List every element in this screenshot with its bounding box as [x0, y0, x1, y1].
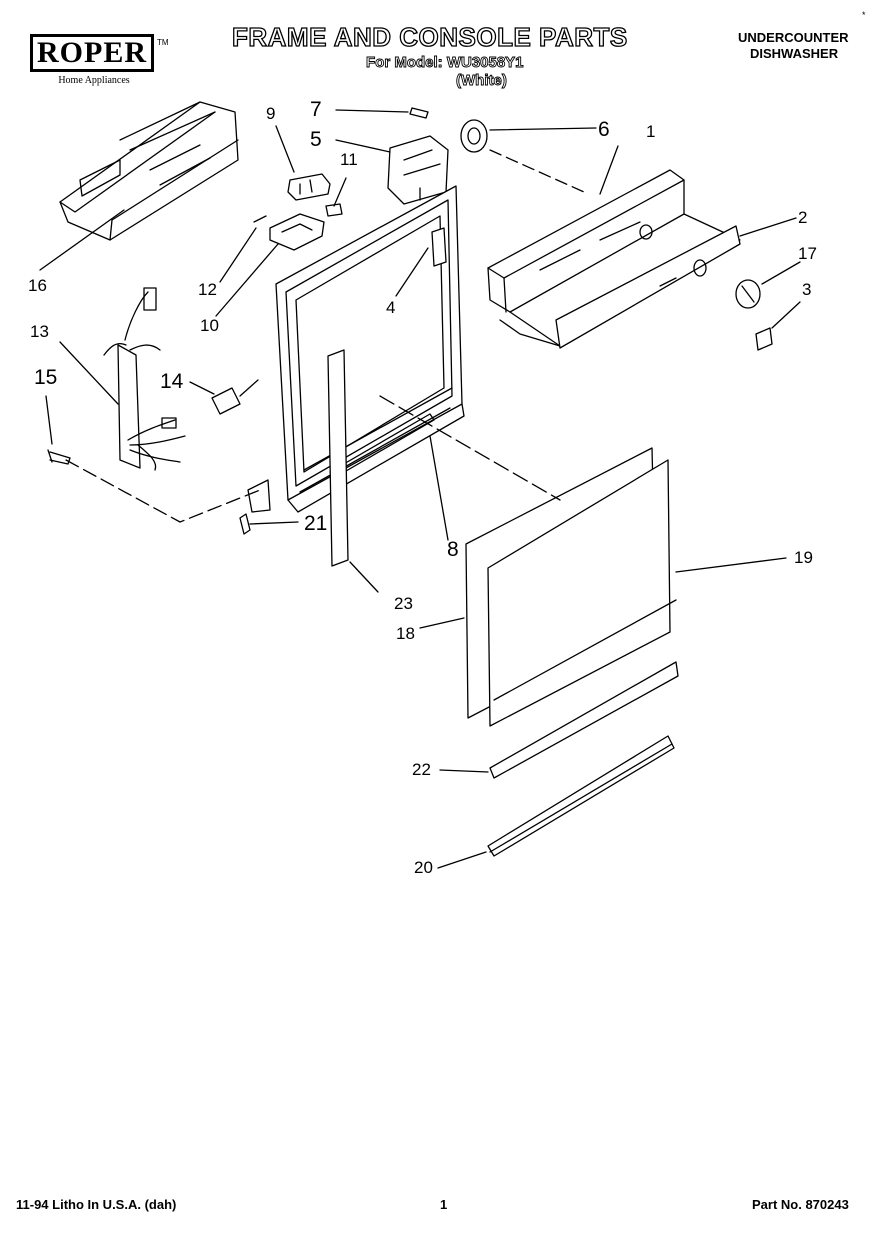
callout-15: 15 — [34, 366, 58, 389]
part-16-control-housing — [59, 101, 239, 241]
callout-23: 23 — [394, 594, 413, 613]
callout-20: 20 — [414, 858, 433, 877]
leader-lines — [39, 109, 801, 869]
part-number: Part No. 870243 — [752, 1197, 849, 1212]
page-title: FRAME AND CONSOLE PARTS — [231, 21, 628, 52]
callout-18: 18 — [396, 624, 415, 643]
part-12-pin — [253, 215, 267, 223]
category-line-1: UNDERCOUNTER — [738, 30, 849, 45]
callout-3: 3 — [802, 280, 812, 299]
part-21-clip — [239, 513, 251, 535]
callout-5: 5 — [310, 128, 322, 151]
page-number: 1 — [440, 1197, 448, 1212]
callout-19: 19 — [794, 548, 813, 567]
callout-22: 22 — [412, 760, 431, 779]
callout-11: 11 — [340, 150, 358, 169]
callout-4: 4 — [386, 298, 396, 317]
part-11-connector — [325, 203, 343, 217]
callout-2: 2 — [798, 208, 808, 227]
callout-12: 12 — [198, 280, 217, 299]
model-number: For Model: WU3058Y1 — [366, 54, 524, 72]
callout-8: 8 — [447, 538, 459, 561]
part-6-knob — [460, 119, 488, 153]
part-9-switch — [287, 173, 331, 201]
callout-14: 14 — [160, 370, 184, 393]
model-color: (White) — [456, 72, 508, 90]
callout-1: 1 — [646, 122, 656, 141]
callout-16: 16 — [28, 276, 47, 295]
part-22-trim — [489, 599, 679, 779]
door-frame — [247, 185, 465, 513]
corner-mark: * — [862, 10, 866, 20]
part-4-hinge-clip — [431, 227, 447, 267]
part-23-strip — [327, 349, 349, 567]
callout-6: 6 — [598, 118, 610, 141]
print-info: 11-94 Litho In U.S.A. (dah) — [16, 1197, 177, 1212]
callout-17: 17 — [798, 244, 817, 263]
part-13-wire-harness — [103, 287, 186, 471]
logo-wordmark: ROPER — [37, 36, 147, 69]
part-3-clip — [755, 327, 773, 351]
part-17-knob — [735, 279, 761, 309]
callout-7: 7 — [310, 98, 322, 121]
logo-trademark: TM — [157, 38, 169, 47]
callout-21: 21 — [304, 512, 328, 535]
roper-logo: ROPER TM Home Appliances — [30, 34, 169, 86]
part-7-screw — [409, 107, 429, 119]
callout-9: 9 — [266, 104, 276, 123]
category-line-2: DISHWASHER — [750, 46, 839, 61]
part-1-console — [487, 169, 741, 347]
callout-10: 10 — [200, 316, 219, 335]
part-10-bracket — [269, 213, 325, 251]
part-5-door-latch — [387, 135, 449, 205]
logo-box: ROPER — [30, 34, 154, 72]
logo-tagline: Home Appliances — [58, 75, 130, 86]
part-20-bottom-trim — [487, 735, 675, 857]
part-15-screw — [47, 449, 71, 465]
callout-13: 13 — [30, 322, 49, 341]
part-14-component — [211, 379, 259, 415]
part-19-outer-panel — [487, 459, 671, 727]
part-2-panel — [555, 225, 741, 349]
